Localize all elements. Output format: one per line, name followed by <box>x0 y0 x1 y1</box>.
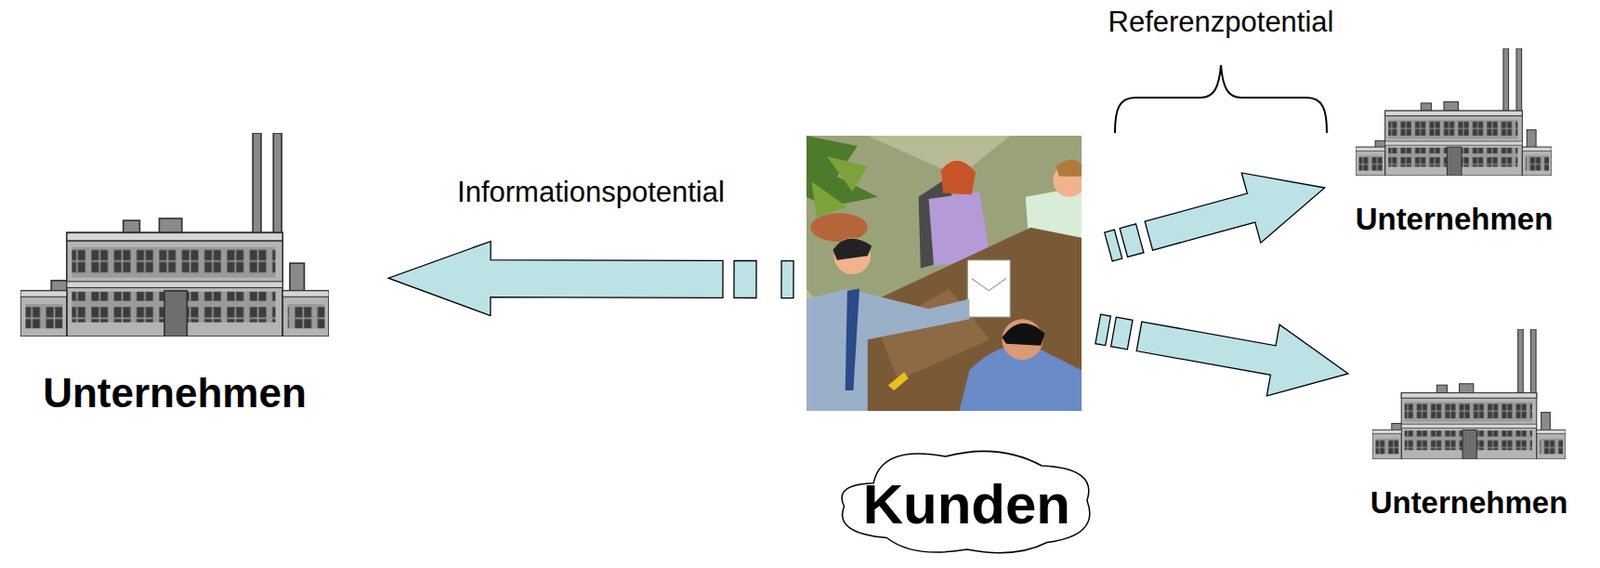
arrow-dash <box>1104 229 1123 262</box>
arrow-shape <box>1144 172 1325 250</box>
company-factory: Unternehmen <box>1366 328 1573 521</box>
company-factory: Unternehmen <box>1351 48 1558 237</box>
node-label: Unternehmen <box>1366 485 1573 521</box>
factory-icon <box>20 132 329 337</box>
node-label: Kunden <box>863 472 1071 537</box>
arrow-dash <box>781 261 794 299</box>
cloud-shape <box>841 450 1090 552</box>
arrow-shape <box>388 241 723 316</box>
arrow-dash <box>1119 223 1144 258</box>
edge-label: Informationspotential <box>457 175 725 210</box>
block-arrow <box>1104 172 1325 262</box>
factory-icon <box>1372 328 1566 460</box>
bracket <box>1114 65 1327 133</box>
meeting-illustration <box>806 135 1082 411</box>
node-label: Unternehmen <box>1351 201 1558 237</box>
arrow-dash <box>1111 316 1133 350</box>
block-arrow <box>388 241 794 316</box>
arrow-dash <box>734 260 757 298</box>
company-factory: Unternehmen <box>16 132 333 417</box>
arrow-dash <box>1095 314 1111 345</box>
customer-group: Kunden <box>806 135 1082 559</box>
arrow-shape <box>1136 321 1349 396</box>
group-label: Referenzpotential <box>1108 5 1335 40</box>
factory-icon <box>1355 48 1552 176</box>
block-arrow <box>1095 314 1349 396</box>
node-label: Unternehmen <box>16 369 333 417</box>
